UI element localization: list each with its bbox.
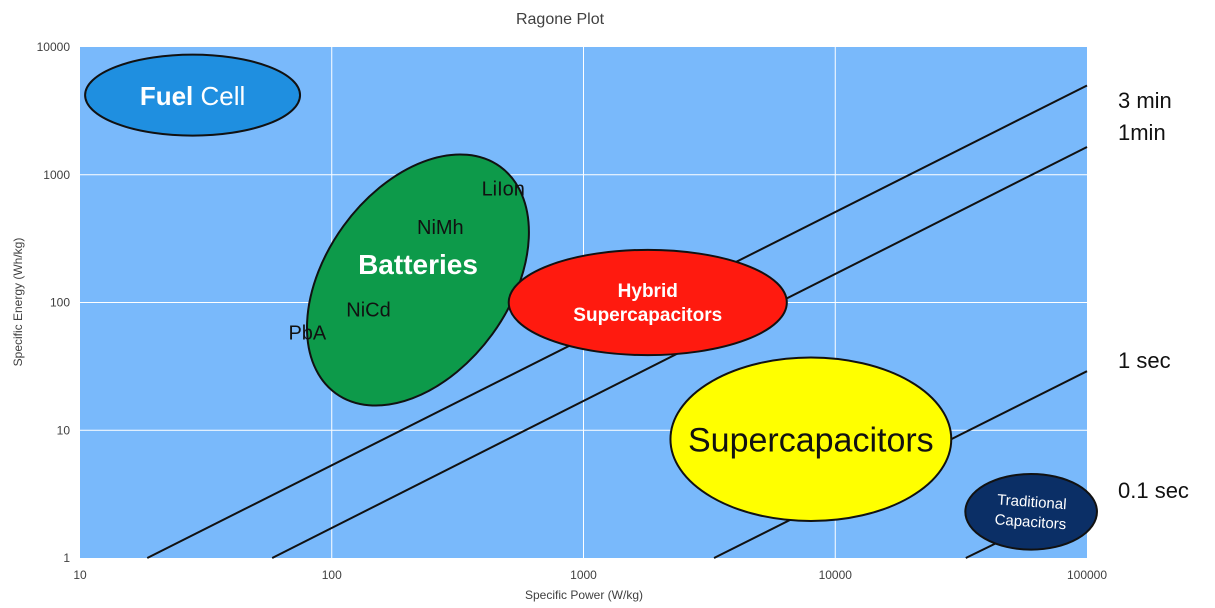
region-label: Hybrid [618,281,678,302]
region-label: Traditional [997,491,1068,513]
region-label: Supercapacitors [573,305,722,326]
chemistry-label: NiMh [417,217,464,239]
region-supercapacitors: Supercapacitors [669,356,953,523]
region-fuel-cell: Fuel Cell [84,53,302,137]
x-tick-label: 100000 [1067,568,1107,582]
x-tick-label: 1000 [570,568,597,582]
chemistry-label: LiIon [482,179,525,201]
y-tick-label: 1 [63,551,70,565]
y-axis-title: Specific Energy (Wh/kg) [11,238,25,367]
region-ellipse [507,248,788,357]
y-tick-label: 100 [50,296,70,310]
time-label: 1 sec [1118,348,1171,373]
region-ellipse [669,356,953,523]
time-label: 0.1 sec [1118,478,1189,503]
region-ellipse [964,472,1098,551]
y-tick-label: 1000 [43,168,70,182]
region-ellipse [84,53,302,137]
chart-title: Ragone Plot [516,11,605,28]
time-labels: 3 min 1min 1 sec 0.1 sec [1118,88,1189,503]
region-ellipse [305,153,530,407]
chemistry-label: PbA [288,323,326,345]
x-tick-label: 10 [73,568,87,582]
region-label: Fuel Cell [140,81,245,111]
time-label: 3 min [1118,88,1172,113]
region-label: Batteries [358,249,478,280]
x-tick-label: 100 [322,568,342,582]
chemistry-label: NiCd [346,300,390,322]
region-label: Supercapacitors [688,421,934,459]
region-label-part: Cell [193,81,245,111]
region-label: Capacitors [994,511,1067,533]
x-axis-title: Specific Power (W/kg) [525,588,643,602]
x-tick-label: 10000 [819,568,853,582]
y-tick-label: 10000 [37,40,71,54]
region-label-part: Fuel [140,81,193,111]
time-label: 1min [1118,120,1166,145]
y-tick-label: 10 [57,423,71,437]
